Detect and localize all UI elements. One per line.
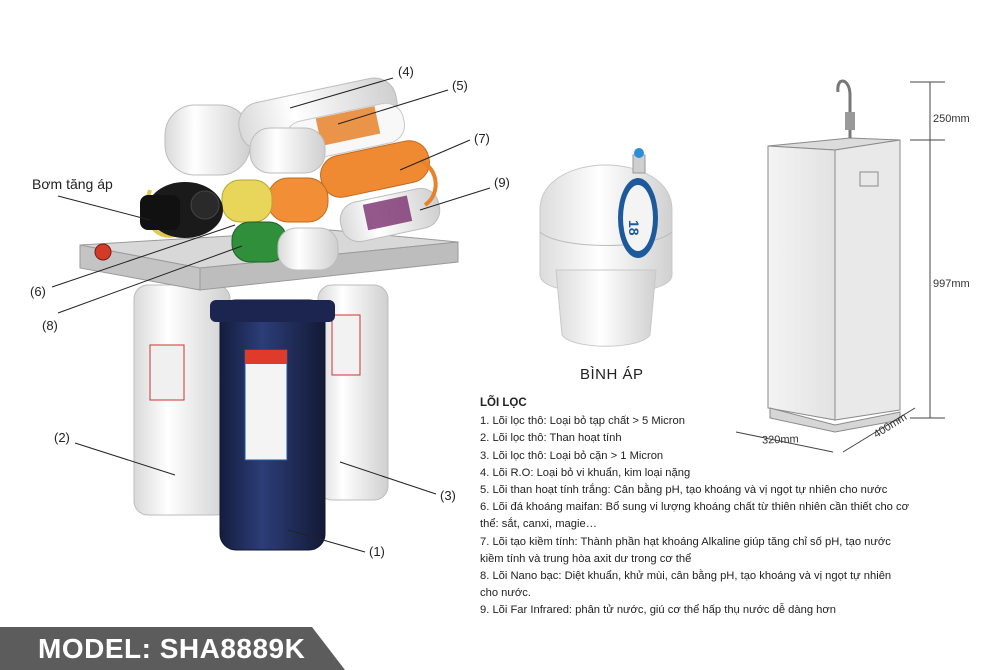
core-item-7: 7. Lõi tạo kiềm tính: Thành phần hạt kho… bbox=[480, 535, 891, 565]
model-text: MODEL: SHA8889K bbox=[38, 633, 306, 664]
callout-7: (7) bbox=[474, 131, 490, 146]
core-item-2: 2. Lõi lọc thô: Than hoạt tính bbox=[480, 432, 622, 445]
callout-5: (5) bbox=[452, 78, 468, 93]
model-banner bbox=[0, 627, 345, 670]
cabinet-drawing bbox=[767, 79, 901, 433]
core-item-4: 4. Lõi R.O: Loại bỏ vi khuẩn, kim loại n… bbox=[480, 466, 691, 479]
callout-6: (6) bbox=[30, 284, 46, 299]
core-item-3: 3. Lõi lọc thô: Loại bỏ cặn > 1 Micron bbox=[480, 449, 664, 462]
core-item-1: 1. Lõi lọc thô: Loại bỏ tạp chất > 5 Mic… bbox=[480, 415, 685, 428]
callout-1: (1) bbox=[369, 544, 385, 559]
dimension-height: 997mm bbox=[933, 278, 970, 290]
callout-9: (9) bbox=[494, 175, 510, 190]
callout-4: (4) bbox=[398, 64, 414, 79]
booster-pump bbox=[140, 182, 223, 238]
core-item-8: 8. Lõi Nano bạc: Diệt khuẩn, khử mùi, câ… bbox=[480, 570, 892, 600]
housing-2 bbox=[133, 284, 231, 516]
core-item-6: 6. Lõi đá khoáng maifan: Bổ sung vi lượn… bbox=[480, 501, 909, 531]
core-item-9: 9. Lõi Far Infrared: phân tử nước, giú c… bbox=[480, 604, 836, 617]
cores-list: LÕI LỌC 1. Lõi lọc thô: Loại bỏ tạp chất… bbox=[480, 395, 910, 620]
callout-lines bbox=[51, 77, 491, 553]
cartridge-stack bbox=[144, 77, 441, 271]
housing-1 bbox=[210, 299, 335, 551]
callout-3: (3) bbox=[440, 488, 456, 503]
callout-2: (2) bbox=[54, 430, 70, 445]
callout-8: (8) bbox=[42, 318, 58, 333]
dimension-top: 250mm bbox=[933, 113, 970, 125]
dimension-lines bbox=[735, 81, 945, 453]
pressure-tank: 18 bbox=[539, 148, 673, 347]
cores-title: LÕI LỌC bbox=[480, 397, 527, 409]
pump-label: Bơm tăng áp bbox=[32, 176, 113, 192]
purifier-unit bbox=[79, 77, 459, 551]
tank-capacity-mark: 18 bbox=[626, 220, 642, 236]
tank-caption: BÌNH ÁP bbox=[580, 366, 644, 383]
housing-3 bbox=[317, 284, 389, 501]
core-item-5: 5. Lõi than hoạt tính trắng: Cân bằng pH… bbox=[480, 484, 888, 497]
